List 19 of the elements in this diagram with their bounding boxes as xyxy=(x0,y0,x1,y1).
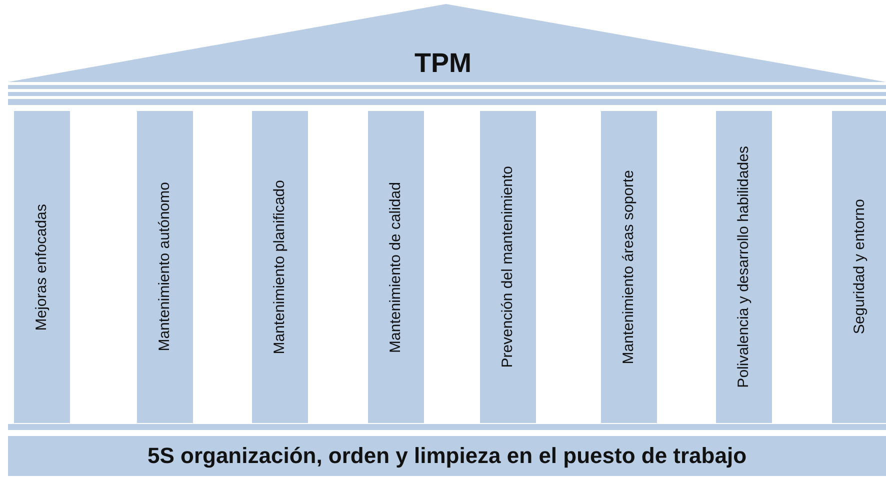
pillar xyxy=(368,111,424,423)
pillar xyxy=(137,111,193,423)
foundation-label: 5S organización, orden y limpieza en el puesto de trabajo xyxy=(147,443,747,469)
pillar xyxy=(832,111,886,423)
pillar-label: Mantenimiento de calidad xyxy=(387,182,405,352)
foundation-slab xyxy=(8,436,886,476)
pillar-label: Polivalencia y desarrollo habilidades xyxy=(735,146,753,388)
pillar xyxy=(252,111,308,423)
pillar-label: Seguridad y entorno xyxy=(851,199,869,335)
pillar xyxy=(480,111,536,423)
pillar-label: Mejoras enfocadas xyxy=(33,204,51,330)
pillar xyxy=(716,111,772,423)
pillar xyxy=(14,111,70,423)
roof-title: TPM xyxy=(414,48,472,78)
pillar-label: Prevención del mantenimiento xyxy=(499,166,517,368)
pillar xyxy=(601,111,657,423)
pillar-label: Mantenimiento autónomo xyxy=(156,182,174,352)
pillar-label: Mantenimiento áreas soporte xyxy=(620,170,638,364)
pillar-label: Mantenimiento planificado xyxy=(271,180,289,354)
